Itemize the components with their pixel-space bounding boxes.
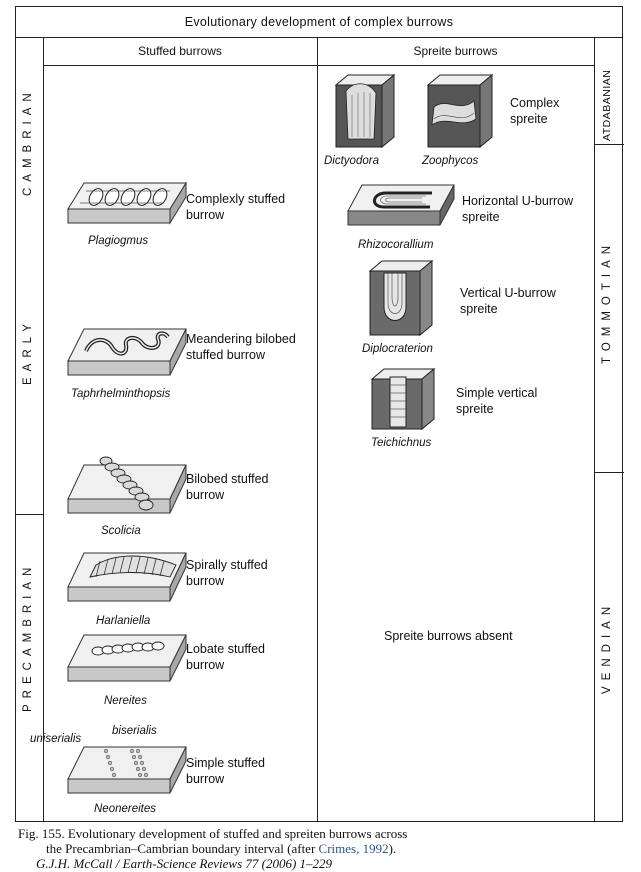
diplocraterion-figure: [368, 259, 434, 337]
nereites-desc: Lobate stuffed burrow: [186, 641, 265, 673]
diplocraterion-name: Diplocraterion: [362, 343, 433, 355]
caption-text: the Precambrian–Cambrian boundary interv…: [46, 841, 319, 856]
desc-line: Simple vertical: [456, 386, 538, 400]
neonereites-name: Neonereites: [94, 803, 157, 815]
desc-line: spreite: [456, 402, 494, 416]
right-era-divider: [594, 37, 595, 821]
complex-spreite-desc: Complex spreite: [510, 95, 559, 127]
left-boundary-rule: [16, 514, 44, 515]
desc-line: stuffed burrow: [186, 348, 265, 362]
nereites-name: Nereites: [104, 695, 147, 707]
center-divider: [317, 37, 318, 821]
harlaniella-figure: [67, 552, 187, 602]
taphrhelminthopsis-desc: Meandering bilobed stuffed burrow: [186, 331, 296, 363]
desc-line: Meandering bilobed: [186, 332, 296, 346]
left-era-divider: [43, 37, 44, 821]
biserialis-name: biserialis: [112, 725, 157, 737]
plagiogmus-figure: [67, 181, 187, 225]
right-boundary-rule-2: [594, 472, 624, 473]
caption-line-1: Fig. 155. Evolutionary development of st…: [18, 826, 408, 841]
desc-line: Vertical U-burrow: [460, 286, 556, 300]
zoophycos-figure: [426, 73, 494, 149]
crimes-1992-link[interactable]: Crimes, 1992: [318, 841, 389, 856]
spreite-absent-label: Spreite burrows absent: [384, 629, 513, 643]
diplocraterion-desc: Vertical U-burrow spreite: [460, 285, 556, 317]
journal-citation: G.J.H. McCall / Earth-Science Reviews 77…: [36, 856, 333, 871]
nereites-figure: [67, 634, 187, 682]
dictyodora-name: Dictyodora: [324, 155, 379, 167]
figure-caption: Fig. 155. Evolutionary development of st…: [18, 826, 407, 856]
scolicia-desc: Bilobed stuffed burrow: [186, 471, 268, 503]
desc-line: Lobate stuffed: [186, 642, 266, 656]
uniserialis-name: uniserialis: [30, 733, 82, 745]
plagiogmus-name: Plagiogmus: [88, 235, 149, 247]
desc-line: burrow: [186, 574, 225, 588]
spreite-burrows-header: Spreite burrows: [413, 44, 498, 58]
desc-line: burrow: [186, 488, 225, 502]
desc-line: spreite: [462, 210, 500, 224]
teichichnus-figure: [370, 367, 436, 431]
caption-text: ).: [388, 841, 397, 856]
dictyodora-figure: [334, 73, 396, 149]
diagram-frame: Evolutionary development of complex burr…: [15, 6, 624, 822]
harlaniella-name: Harlaniella: [96, 615, 151, 627]
scolicia-name: Scolicia: [101, 525, 141, 537]
rhizocorallium-figure: [347, 184, 455, 226]
label-vendian: VENDIAN: [601, 600, 613, 694]
desc-line: burrow: [186, 772, 225, 786]
plagiogmus-desc: Complexly stuffed burrow: [186, 191, 285, 223]
desc-line: Simple stuffed: [186, 756, 265, 770]
neonereites-desc: Simple stuffed burrow: [186, 755, 265, 787]
teichichnus-desc: Simple vertical spreite: [456, 385, 537, 417]
label-cambrian: CAMBRIAN: [22, 87, 34, 197]
desc-line: spreite: [460, 302, 498, 316]
desc-line: Bilobed stuffed: [186, 472, 269, 486]
diagram-title: Evolutionary development of complex burr…: [16, 7, 622, 38]
right-boundary-rule-1: [594, 144, 624, 145]
harlaniella-desc: Spirally stuffed burrow: [186, 557, 268, 589]
teichichnus-name: Teichichnus: [371, 437, 432, 449]
desc-line: Horizontal U-burrow: [462, 194, 574, 208]
desc-line: spreite: [510, 112, 548, 126]
desc-line: Complex: [510, 96, 560, 110]
desc-line: Complexly stuffed: [186, 192, 286, 206]
column-header-rule: [43, 65, 594, 66]
taphrhelminthopsis-figure: [67, 328, 187, 376]
label-atdabanian: ATDABANIAN: [601, 69, 613, 141]
desc-line: burrow: [186, 658, 225, 672]
label-tommotian: TOMMOTIAN: [601, 239, 613, 365]
label-precambrian: PRECAMBRIAN: [22, 561, 34, 713]
label-early: EARLY: [22, 318, 34, 386]
rhizocorallium-name: Rhizocorallium: [358, 239, 434, 251]
desc-line: burrow: [186, 208, 225, 222]
scolicia-figure: [67, 456, 187, 514]
desc-line: Spirally stuffed: [186, 558, 268, 572]
neonereites-figure: [67, 746, 187, 794]
taphrhelminthopsis-name: Taphrhelminthopsis: [71, 388, 171, 400]
stuffed-burrows-header: Stuffed burrows: [138, 44, 222, 58]
zoophycos-name: Zoophycos: [422, 155, 479, 167]
rhizocorallium-desc: Horizontal U-burrow spreite: [462, 193, 573, 225]
caption-line-2: the Precambrian–Cambrian boundary interv…: [18, 841, 407, 856]
